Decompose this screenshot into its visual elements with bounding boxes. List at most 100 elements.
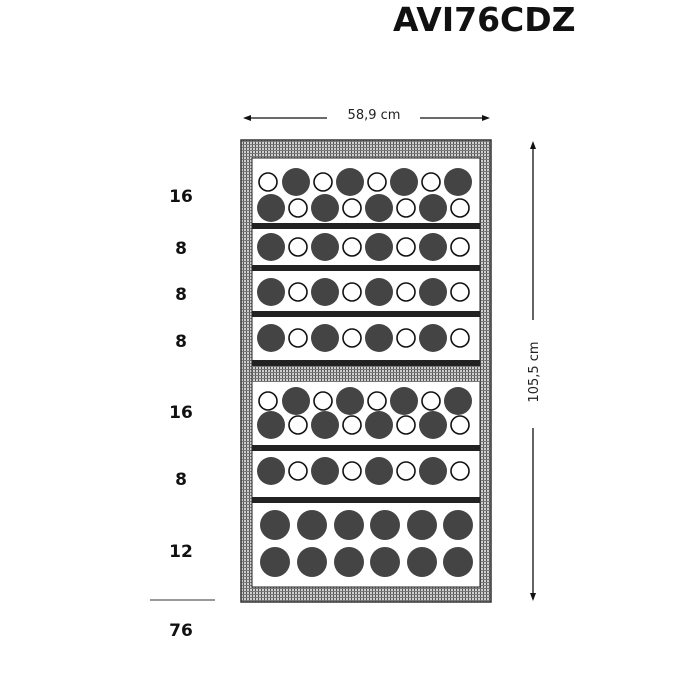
width-dimension: 58,9 cm xyxy=(243,108,490,123)
shelf-bar xyxy=(252,497,480,503)
bottle-large xyxy=(390,387,418,415)
bottle-large xyxy=(390,168,418,196)
arrow-right-icon xyxy=(482,115,490,121)
bottle-small xyxy=(396,237,416,257)
bottle-large xyxy=(311,233,339,261)
bottle-small xyxy=(367,391,387,411)
bottle-large xyxy=(260,510,290,540)
bottle-small xyxy=(421,391,441,411)
bottle-small xyxy=(342,461,362,481)
bottle-large xyxy=(370,547,400,577)
bottle-large xyxy=(311,194,339,222)
bottle-large xyxy=(311,324,339,352)
bottle-large xyxy=(334,547,364,577)
bottle-small xyxy=(396,282,416,302)
bottle-large xyxy=(365,411,393,439)
bottle-small xyxy=(288,415,308,435)
bottle-large xyxy=(419,233,447,261)
zone-divider xyxy=(252,365,480,382)
bottle-large xyxy=(370,510,400,540)
bottle-small xyxy=(450,328,470,348)
bottle-large xyxy=(282,387,310,415)
bottles xyxy=(257,168,473,577)
bottle-small xyxy=(288,198,308,218)
bottle-small xyxy=(288,282,308,302)
shelf-count-labels: 16 8 8 8 16 8 12 xyxy=(169,187,193,562)
bottle-large xyxy=(444,387,472,415)
bottle-small xyxy=(396,328,416,348)
shelf-bars xyxy=(252,223,480,503)
shelf-bar xyxy=(252,360,480,366)
shelf-bar xyxy=(252,265,480,271)
bottle-large xyxy=(282,168,310,196)
bottle-small xyxy=(313,172,333,192)
bottle-large xyxy=(365,194,393,222)
bottle-large xyxy=(419,411,447,439)
bottle-small xyxy=(313,391,333,411)
bottle-small xyxy=(396,415,416,435)
shelf-bar xyxy=(252,311,480,317)
shelf-bar xyxy=(252,445,480,451)
bottle-small xyxy=(421,172,441,192)
bottle-large xyxy=(257,194,285,222)
bottle-small xyxy=(288,328,308,348)
bottle-small xyxy=(342,328,362,348)
shelf-bar xyxy=(252,223,480,229)
bottle-large xyxy=(336,168,364,196)
bottle-large xyxy=(365,457,393,485)
bottle-large xyxy=(419,324,447,352)
bottle-large xyxy=(365,278,393,306)
arrow-up-icon xyxy=(530,141,536,149)
bottle-small xyxy=(450,198,470,218)
bottle-large xyxy=(365,324,393,352)
bottle-large xyxy=(260,547,290,577)
bottle-large xyxy=(334,510,364,540)
bottle-small xyxy=(342,415,362,435)
shelf-count-label: 16 xyxy=(169,187,193,207)
shelf-count-label: 12 xyxy=(169,542,193,562)
bottle-large xyxy=(365,233,393,261)
bottle-small xyxy=(367,172,387,192)
bottle-large xyxy=(297,510,327,540)
shelf-count-label: 8 xyxy=(175,332,187,352)
bottle-large xyxy=(444,168,472,196)
shelf-count-label: 16 xyxy=(169,403,193,423)
bottle-large xyxy=(311,457,339,485)
bottle-large xyxy=(257,233,285,261)
arrow-down-icon xyxy=(530,593,536,601)
bottle-large xyxy=(257,411,285,439)
shelf-count-label: 8 xyxy=(175,470,187,490)
bottle-small xyxy=(450,282,470,302)
bottle-large xyxy=(257,457,285,485)
bottle-small xyxy=(450,415,470,435)
bottle-large xyxy=(336,387,364,415)
bottle-small xyxy=(342,237,362,257)
bottle-small xyxy=(342,198,362,218)
bottle-large xyxy=(407,547,437,577)
bottle-large xyxy=(443,547,473,577)
bottle-small xyxy=(258,391,278,411)
bottle-large xyxy=(257,278,285,306)
bottle-large xyxy=(443,510,473,540)
bottle-large xyxy=(407,510,437,540)
bottle-small xyxy=(342,282,362,302)
bottle-large xyxy=(419,457,447,485)
bottle-small xyxy=(450,461,470,481)
bottle-small xyxy=(450,237,470,257)
bottle-small xyxy=(396,461,416,481)
bottle-large xyxy=(311,278,339,306)
bottle-large xyxy=(311,411,339,439)
height-label: 105,5 cm xyxy=(527,341,542,402)
bottle-large xyxy=(419,194,447,222)
bottle-large xyxy=(257,324,285,352)
bottle-large xyxy=(297,547,327,577)
total-count: 76 xyxy=(169,621,193,641)
bottle-small xyxy=(288,461,308,481)
shelf-count-label: 8 xyxy=(175,239,187,259)
shelf-count-label: 8 xyxy=(175,285,187,305)
model-title: AVI76CDZ xyxy=(393,0,576,39)
arrow-left-icon xyxy=(243,115,251,121)
width-label: 58,9 cm xyxy=(348,108,401,123)
bottle-small xyxy=(258,172,278,192)
